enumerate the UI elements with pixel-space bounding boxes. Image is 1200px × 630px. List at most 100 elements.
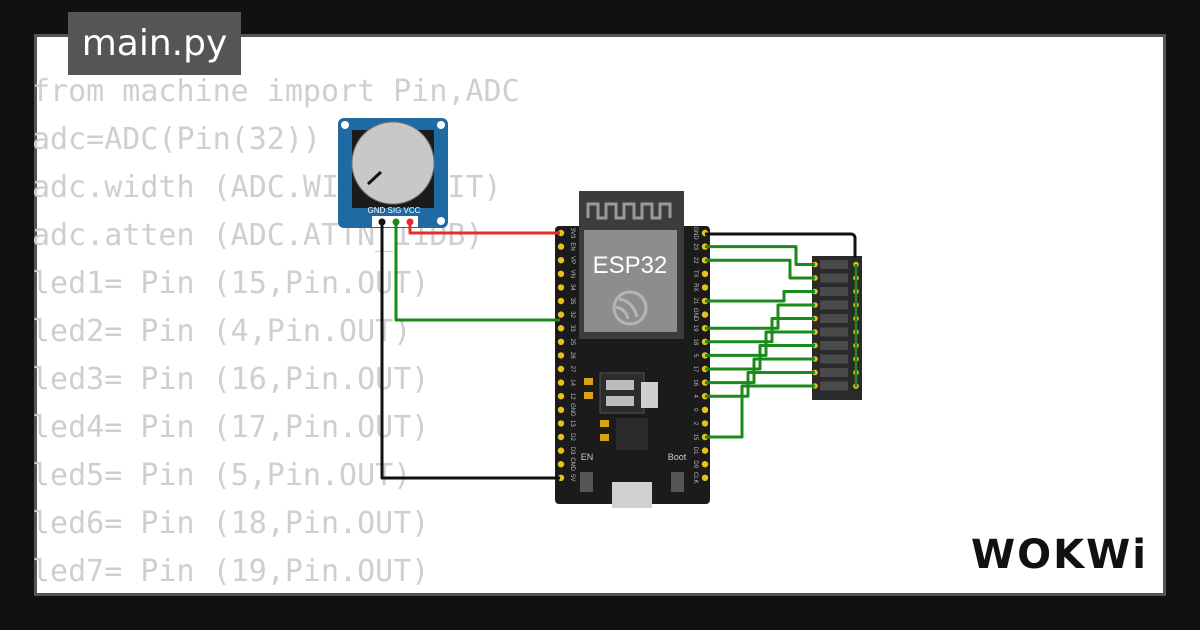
pin-pad[interactable]: [701, 474, 709, 481]
knob-indicator: [366, 170, 383, 186]
pin-pad[interactable]: [557, 393, 565, 400]
esp32-board[interactable]: ESP32 EN Boot 3V3ENVPVN34353233252627141…: [555, 191, 710, 512]
regulator-chip: [599, 372, 645, 414]
led-wire: [705, 344, 815, 371]
pin-label: 32: [569, 311, 575, 318]
code-line: led6= Pin (18,Pin.OUT): [32, 506, 430, 541]
pin-label: 25: [569, 338, 575, 345]
pin-label: 0: [692, 408, 698, 412]
pin-label: VN: [569, 270, 575, 278]
pin-label: CMD: [569, 457, 575, 471]
pin-label: 17: [692, 366, 698, 373]
pin-label: 5: [692, 354, 698, 358]
pin-label: CLK: [692, 472, 698, 484]
pin-pad[interactable]: [557, 433, 565, 441]
pin-label: D0: [692, 460, 698, 468]
pin-pad[interactable]: [701, 447, 709, 454]
pin-pad[interactable]: [557, 461, 565, 468]
pin-label: 22: [692, 257, 698, 264]
wokwi-logo: WOKWi: [971, 532, 1148, 578]
wire-vcc: [408, 222, 560, 235]
code-line: led7= Pin (19,Pin.OUT): [32, 554, 430, 589]
pin-pad[interactable]: [557, 379, 565, 386]
led-wire: [705, 317, 815, 344]
pin-pad[interactable]: [701, 461, 709, 468]
pin-pad[interactable]: [557, 420, 565, 427]
code-line: led2= Pin (4,Pin.OUT): [32, 314, 412, 349]
boot-button[interactable]: [671, 472, 684, 492]
pin-label: 34: [569, 284, 575, 291]
led-wire: [705, 303, 815, 330]
pin-pad[interactable]: [557, 447, 565, 454]
pin-label: 15: [692, 434, 698, 441]
pin-label: D3: [569, 447, 575, 455]
pin-pad[interactable]: [557, 257, 565, 264]
pin-pad[interactable]: [557, 365, 565, 373]
code-line: from machine import Pin,ADC: [32, 74, 520, 109]
code-background: from machine import Pin,ADC adc=ADC(Pin(3…: [32, 68, 520, 596]
led-wires: [705, 245, 815, 439]
pin-pad[interactable]: [701, 284, 709, 291]
pin-label: 4: [692, 395, 698, 399]
pin-label: VP: [569, 256, 575, 264]
pin-label: 12: [569, 393, 575, 400]
pin-label: GND: [692, 308, 698, 322]
pin-pad[interactable]: [557, 352, 565, 359]
pin-label: 2: [692, 422, 698, 426]
code-line: adc=ADC(Pin(32)): [32, 122, 321, 157]
diode: [641, 382, 658, 408]
led-segment: [820, 287, 848, 296]
pin-label: 16: [692, 379, 698, 386]
pin-pad[interactable]: [557, 338, 565, 345]
pin-label: EN: [569, 242, 575, 250]
pin-pad[interactable]: [557, 229, 565, 237]
pin-pad[interactable]: [701, 270, 709, 277]
boot-label: Boot: [668, 452, 687, 462]
pin-pad[interactable]: [557, 406, 565, 413]
pin-pad[interactable]: [701, 406, 709, 413]
pin-pad[interactable]: [701, 420, 709, 427]
led-wire: [705, 245, 815, 266]
pin-pad[interactable]: [557, 284, 565, 291]
wire-gnd: [380, 222, 560, 480]
usb-port[interactable]: [612, 482, 652, 508]
pin-pad[interactable]: [557, 311, 565, 318]
pin-label: 13: [569, 420, 575, 427]
led-bar-graph[interactable]: [812, 256, 862, 400]
led-segment: [820, 341, 848, 350]
pin-label: D1: [692, 447, 698, 455]
led-segment: [820, 381, 848, 391]
pin-label: 35: [569, 298, 575, 305]
led-segment: [820, 354, 848, 364]
usb-uart-chip: [616, 418, 648, 450]
chip-label: ESP32: [593, 252, 668, 279]
pot-pin-label: GND SIG VCC: [368, 206, 421, 215]
pin-label: 23: [692, 243, 698, 250]
led-wire: [705, 258, 815, 280]
pin-label: 14: [569, 379, 575, 386]
wire-ground-bar: [705, 232, 857, 258]
led-wire: [705, 290, 815, 303]
wire-signal: [394, 222, 560, 322]
file-tab[interactable]: main.py: [68, 12, 241, 75]
en-button[interactable]: [580, 472, 593, 492]
pin-label: 3V3: [569, 228, 575, 239]
potentiometer[interactable]: GND SIG VCC: [338, 118, 448, 228]
pin-pad[interactable]: [557, 297, 565, 305]
pin-pad[interactable]: [557, 270, 565, 277]
pot-knob[interactable]: [351, 121, 435, 205]
en-label: EN: [581, 452, 594, 462]
code-line: led1= Pin (15,Pin.OUT): [32, 266, 430, 301]
led-segment: [820, 327, 848, 337]
pin-label: GND: [692, 226, 698, 240]
pin-label: GND: [569, 403, 575, 417]
led-segment: [820, 314, 848, 323]
pin-pad[interactable]: [701, 311, 709, 318]
pin-pad[interactable]: [557, 325, 565, 332]
pin-label: 21: [692, 298, 698, 305]
led-wire: [705, 330, 815, 357]
pin-label: 33: [569, 325, 575, 332]
pin-pad[interactable]: [557, 243, 565, 250]
rf-shield: [584, 230, 677, 332]
